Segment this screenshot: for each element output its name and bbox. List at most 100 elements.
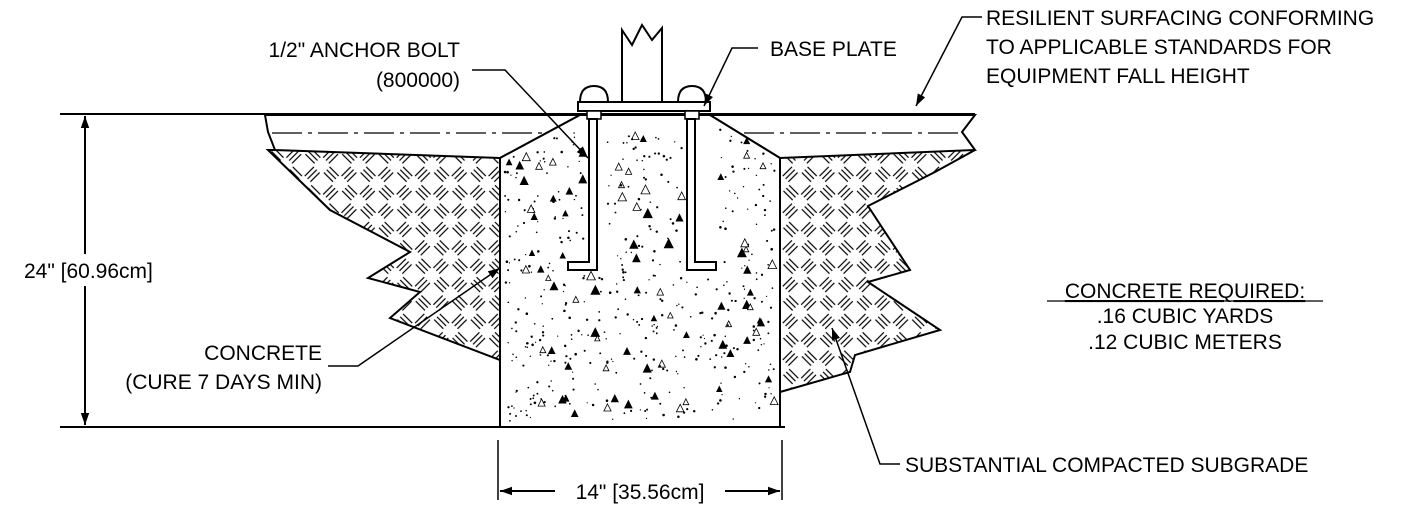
concrete-aggregate-speck: [543, 151, 546, 153]
concrete-aggregate-speck: [743, 137, 751, 145]
concrete-aggregate-speck: [619, 333, 621, 335]
concrete-aggregate-speck: [554, 216, 556, 218]
anchor-bolt-leader: [472, 69, 589, 159]
concrete-aggregate-speck: [666, 369, 669, 372]
concrete-aggregate-speck: [581, 334, 583, 336]
concrete-aggregate-speck: [748, 259, 750, 261]
concrete-aggregate-speck: [632, 201, 642, 211]
concrete-aggregate-speck: [744, 265, 746, 267]
concrete-aggregate-speck: [617, 308, 620, 311]
concrete-aggregate-speck: [583, 301, 585, 303]
concrete-aggregate-speck: [622, 158, 624, 160]
concrete-aggregate-speck: [632, 318, 635, 321]
concrete-aggregate-speck: [741, 249, 743, 251]
concrete-aggregate-speck: [760, 273, 764, 276]
concrete-aggregate-speck: [744, 363, 747, 365]
concrete-aggregate-speck: [539, 160, 541, 162]
concrete-aggregate-speck: [722, 220, 724, 223]
concrete-aggregate-speck: [650, 396, 653, 399]
concrete-aggregate-speck: [696, 286, 698, 289]
concrete-aggregate-speck: [522, 364, 525, 367]
concrete-aggregate-speck: [572, 295, 580, 303]
concrete-aggregate-speck: [638, 323, 641, 326]
concrete-aggregate-speck: [639, 409, 642, 411]
concrete-aggregate-speck: [630, 131, 640, 140]
post: [621, 23, 663, 102]
concrete-aggregate-speck: [675, 229, 678, 232]
concrete-aggregate-speck: [704, 342, 707, 345]
concrete-aggregate-speck: [563, 344, 567, 348]
concrete-aggregate-speck: [559, 252, 566, 259]
concrete-aggregate-speck: [677, 415, 680, 419]
concrete-aggregate-speck: [624, 298, 627, 301]
concrete-aggregate-speck: [769, 306, 773, 309]
concrete-aggregate-speck: [514, 321, 517, 324]
concrete-aggregate-speck: [586, 270, 597, 281]
concrete-aggregate-speck: [659, 263, 661, 266]
concrete-aggregate-speck: [665, 158, 668, 161]
concrete-aggregate-speck: [707, 278, 710, 281]
concrete-aggregate-speck: [767, 259, 778, 269]
concrete-aggregate-speck: [752, 325, 756, 328]
concrete-aggregate-speck: [656, 325, 659, 328]
concrete-aggregate-speck: [608, 291, 612, 294]
concrete-aggregate-speck: [515, 356, 518, 359]
concrete-aggregate-speck: [643, 155, 646, 158]
concrete-aggregate-speck: [619, 184, 623, 187]
concrete-aggregate-speck: [581, 214, 584, 217]
concrete-aggregate-speck: [724, 366, 727, 369]
concrete-aggregate-speck: [542, 157, 545, 160]
concrete-aggregate-speck: [682, 397, 690, 406]
concrete-aggregate-speck: [732, 170, 735, 173]
concrete-aggregate-speck: [771, 287, 774, 289]
concrete-aggregate-speck: [617, 191, 628, 202]
concrete-aggregate-speck: [753, 297, 756, 300]
concrete-aggregate-speck: [624, 167, 633, 175]
base-plate: [577, 101, 711, 112]
concrete-aggregate-speck: [769, 395, 779, 405]
concrete-aggregate-speck: [529, 416, 532, 419]
concrete-aggregate-speck: [676, 186, 678, 189]
concrete-aggregate-speck: [562, 290, 565, 293]
concrete-aggregate-speck: [569, 357, 572, 360]
concrete-aggregate-speck: [711, 409, 714, 411]
surfacing-label-line2: TO APPLICABLE STANDARDS FOR: [986, 36, 1332, 59]
concrete-aggregate-speck: [548, 262, 551, 265]
concrete-aggregate-speck: [746, 288, 754, 296]
concrete-aggregate-speck: [637, 197, 641, 201]
concrete-aggregate-speck: [681, 306, 684, 309]
concrete-aggregate-speck: [532, 397, 535, 400]
anchor-bolt-part-label: (800000): [376, 69, 460, 92]
concrete-aggregate-speck: [537, 265, 545, 273]
concrete-aggregate-speck: [521, 151, 531, 162]
concrete-aggregate-speck: [743, 297, 745, 299]
concrete-aggregate-speck: [517, 198, 521, 202]
concrete-aggregate-speck: [645, 417, 648, 420]
concrete-aggregate-speck: [657, 138, 660, 140]
concrete-aggregate-speck: [509, 420, 511, 422]
concrete-aggregate-speck: [643, 168, 645, 171]
concrete-aggregate-speck: [723, 284, 725, 287]
concrete-aggregate-speck: [649, 228, 652, 231]
concrete-aggregate-speck: [724, 335, 727, 338]
concrete-aggregate-speck: [633, 286, 641, 294]
concrete-aggregate-speck: [743, 336, 751, 344]
concrete-aggregate-speck: [703, 337, 706, 340]
concrete-aggregate-speck: [648, 225, 651, 228]
concrete-aggregate-speck: [649, 377, 652, 380]
concrete-aggregate-speck: [515, 389, 518, 392]
concrete-aggregate-speck: [622, 276, 625, 279]
concrete-aggregate-speck: [755, 278, 758, 281]
concrete-aggregate-speck: [651, 259, 655, 262]
concrete-aggregate-speck: [578, 160, 580, 163]
concrete-aggregate-speck: [568, 402, 571, 405]
concrete-aggregate-speck: [504, 281, 508, 284]
concrete-aggregate-speck: [755, 272, 758, 274]
concrete-aggregate-speck: [636, 235, 639, 238]
concrete-aggregate-speck: [660, 313, 664, 317]
concrete-aggregate-speck: [719, 399, 722, 402]
concrete-aggregate-speck: [598, 319, 601, 322]
concrete-aggregate-speck: [758, 406, 761, 410]
concrete-aggregate-speck: [639, 135, 647, 142]
concrete-aggregate-speck: [610, 174, 612, 176]
